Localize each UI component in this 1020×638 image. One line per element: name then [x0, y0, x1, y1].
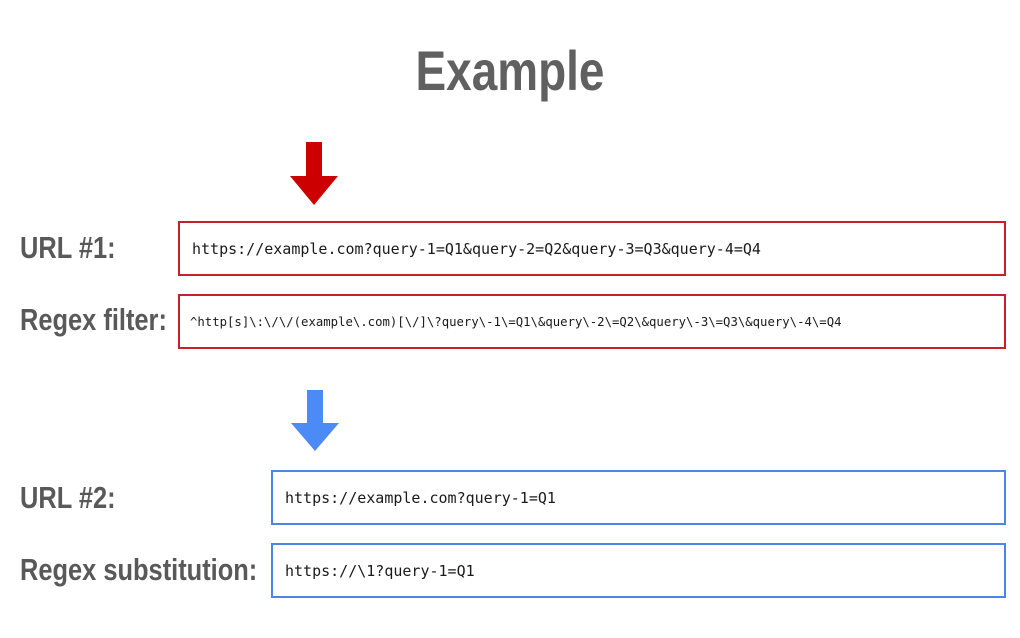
- url-1-label: URL #1:: [20, 230, 116, 265]
- url-1-field[interactable]: https://example.com?query-1=Q1&query-2=Q…: [178, 221, 1006, 276]
- url-2-field[interactable]: https://example.com?query-1=Q1: [271, 470, 1006, 525]
- regex-substitution-label: Regex substitution:: [20, 552, 258, 587]
- url-1-value: https://example.com?query-1=Q1&query-2=Q…: [192, 239, 761, 258]
- url-2-value: https://example.com?query-1=Q1: [285, 488, 556, 507]
- url-2-label: URL #2:: [20, 480, 116, 515]
- regex-filter-label: Regex filter:: [20, 302, 167, 337]
- regex-filter-field[interactable]: ^http[s]\:\/\/(example\.com)[\/]\?query\…: [178, 294, 1006, 349]
- page-title: Example: [415, 39, 605, 102]
- regex-substitution-field[interactable]: https://\1?query-1=Q1: [271, 543, 1006, 598]
- regex-substitution-value: https://\1?query-1=Q1: [285, 561, 475, 580]
- arrow-down-icon: [291, 390, 339, 451]
- regex-filter-value: ^http[s]\:\/\/(example\.com)[\/]\?query\…: [190, 314, 842, 329]
- arrow-down-icon: [290, 142, 338, 205]
